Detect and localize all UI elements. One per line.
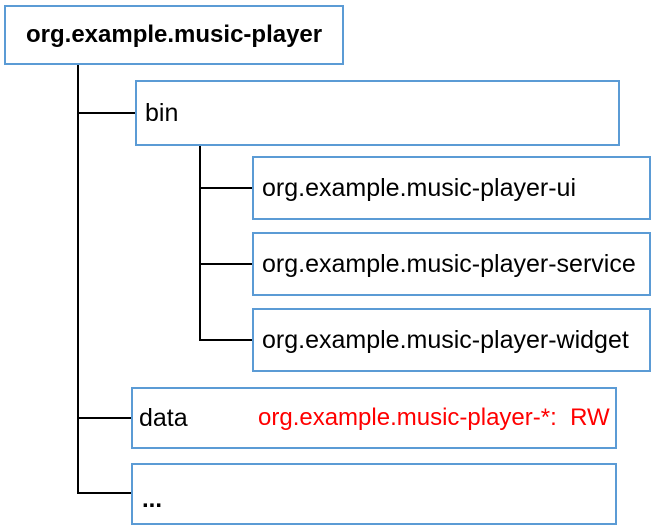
data-permission-annotation: org.example.music-player-*: RW [258,404,610,431]
node-root-package-label: org.example.music-player [26,21,323,48]
node-music-player-service: org.example.music-player-service [252,232,651,296]
connector-line-service [199,263,252,265]
trunk-line-bin [199,146,201,341]
node-root-package: org.example.music-player [4,5,344,65]
node-bin-directory: bin [135,80,620,146]
node-music-player-widget-label: org.example.music-player-widget [262,325,629,354]
node-ellipsis-label: ... [142,486,163,513]
node-music-player-widget: org.example.music-player-widget [252,308,651,372]
node-ellipsis: ... [131,463,617,525]
trunk-line-root [77,65,79,494]
node-bin-directory-label: bin [145,98,179,127]
connector-line-ui [199,187,252,189]
node-music-player-ui-label: org.example.music-player-ui [262,173,577,202]
connector-line-bin [77,112,135,114]
node-data-directory: data org.example.music-player-*: RW [131,387,617,449]
connector-line-data [77,417,131,419]
node-data-directory-label: data [139,403,188,432]
connector-line-ellipsis [77,492,131,494]
node-music-player-ui: org.example.music-player-ui [252,156,651,220]
connector-line-widget [199,339,252,341]
node-music-player-service-label: org.example.music-player-service [262,249,636,278]
